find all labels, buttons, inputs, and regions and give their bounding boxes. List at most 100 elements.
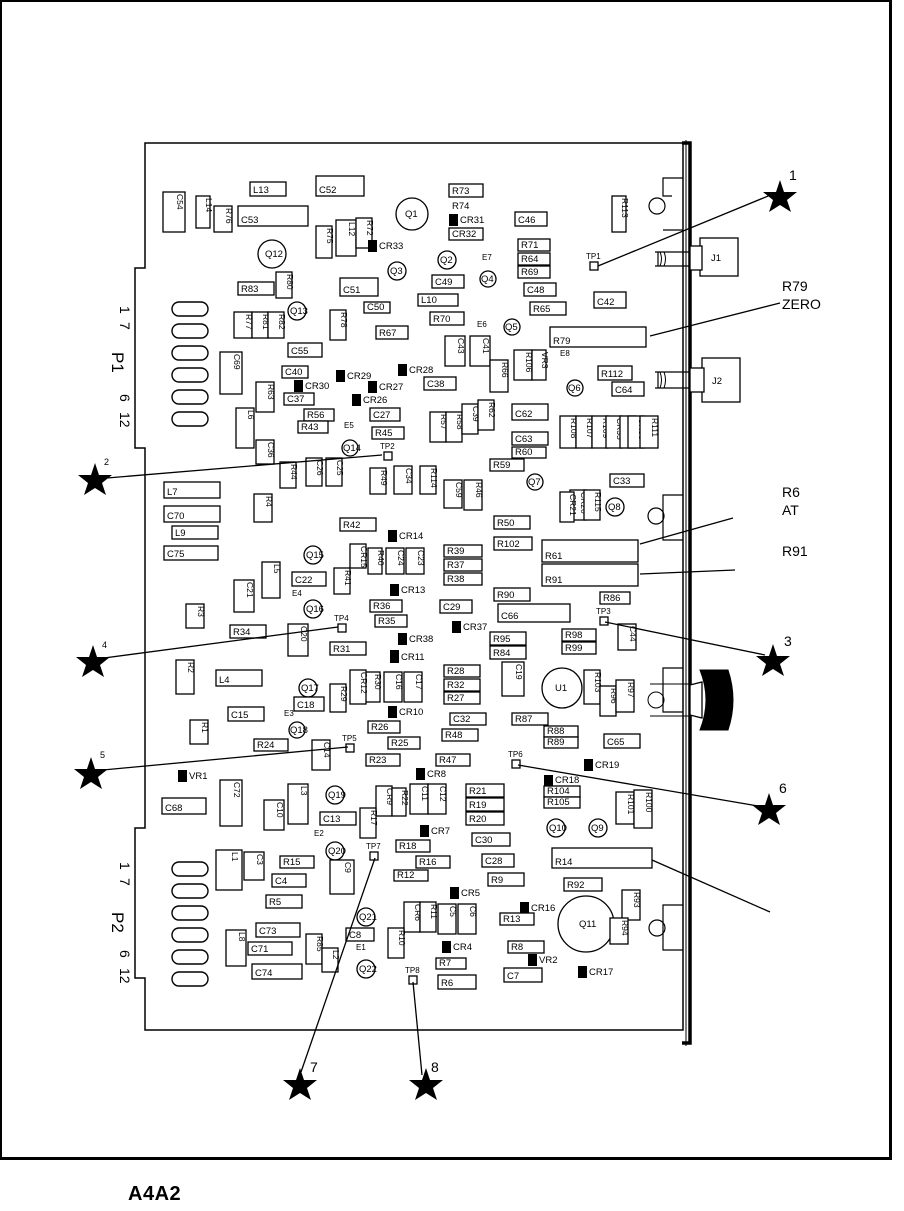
- component-r60: R60: [511, 446, 547, 459]
- component-label: VR1: [189, 771, 207, 782]
- component-label: R115: [593, 492, 603, 512]
- component-c50: C50: [363, 301, 391, 314]
- component-label: CR28: [409, 365, 433, 376]
- component-label: C46: [518, 215, 535, 226]
- component-r4: R4: [253, 493, 274, 523]
- component-label: R10: [397, 930, 407, 946]
- p2-pin-12: 12: [117, 968, 133, 984]
- component-label: R64: [521, 254, 538, 265]
- r61-label: R6: [782, 484, 800, 500]
- component-label: Q14: [343, 443, 361, 454]
- component-c43: C43: [444, 335, 466, 367]
- component-r75: R75: [315, 225, 335, 259]
- component-label: CR33: [379, 241, 403, 252]
- component-label: R79: [553, 336, 570, 347]
- component-label: Q16: [306, 604, 324, 615]
- component-r32: R32: [443, 678, 481, 692]
- component-label: TP3: [596, 607, 611, 616]
- component-label: C23: [416, 550, 426, 566]
- component-cr19: CR19: [584, 759, 619, 771]
- component-label: CR19: [595, 760, 619, 771]
- component-label: R95: [493, 634, 510, 645]
- component-c55: C55: [287, 342, 323, 358]
- component-c73: C73: [255, 922, 301, 938]
- component-label: CR7: [431, 826, 450, 837]
- component-c59: C59: [443, 479, 464, 509]
- component-label: R7: [439, 958, 451, 969]
- component-r76: R76: [213, 205, 234, 233]
- component-label: R5: [269, 897, 281, 908]
- component-label: R36: [373, 601, 390, 612]
- component-r69: R69: [517, 265, 551, 279]
- component-c14: C14: [311, 739, 332, 771]
- component-r66: R66: [489, 359, 510, 393]
- component-c10: C10: [263, 799, 285, 831]
- component-r111: R111: [639, 415, 660, 449]
- star-3: [756, 644, 790, 676]
- component-label: C11: [420, 786, 430, 801]
- component-r5: R5: [265, 894, 303, 909]
- component-c22: C22: [291, 571, 327, 587]
- component-label: CR30: [305, 381, 329, 392]
- p1-pin-12: 12: [117, 412, 133, 428]
- component-label: R58: [455, 414, 465, 430]
- component-label: CR8: [427, 769, 446, 780]
- component-r84: R84: [489, 645, 527, 660]
- star-2: [78, 463, 112, 495]
- component-c69: C69: [219, 351, 243, 395]
- component-label: CR31: [460, 215, 484, 226]
- component-tp5: TP5: [342, 734, 357, 753]
- component-r98: R98: [561, 628, 597, 642]
- component-label: C51: [343, 285, 360, 296]
- component-label: R21: [469, 786, 486, 797]
- star-5: [74, 757, 108, 789]
- component-label: R90: [497, 590, 514, 601]
- j2-connector: J2: [655, 357, 741, 403]
- component-r20: R20: [465, 811, 505, 826]
- component-r24: R24: [253, 738, 289, 752]
- component-label: E5: [344, 421, 354, 430]
- component-cr32: CR32: [448, 227, 484, 241]
- component-label: R31: [333, 644, 350, 655]
- component-label: R70: [433, 314, 450, 325]
- component-r80: R80: [275, 271, 295, 299]
- component-label: CR10: [399, 707, 423, 718]
- component-c64: C64: [611, 381, 645, 397]
- component-label: R96: [609, 688, 619, 704]
- component-label: C62: [515, 409, 532, 420]
- component-label: Q10: [549, 823, 567, 834]
- component-label: L12: [347, 222, 357, 236]
- component-label: R97: [626, 682, 636, 698]
- component-label: R65: [533, 304, 550, 315]
- component-label: C13: [323, 814, 340, 825]
- component-label: C55: [291, 346, 308, 357]
- component-label: R71: [521, 240, 538, 251]
- component-r94: R94: [609, 917, 630, 945]
- component-label: R89: [547, 737, 564, 748]
- component-label: R44: [289, 464, 299, 480]
- component-r36: R36: [369, 599, 403, 613]
- component-c4: C4: [271, 873, 307, 888]
- component-label: R92: [567, 880, 584, 891]
- component-label: CR18: [555, 775, 579, 786]
- component-label: C38: [427, 379, 444, 390]
- component-label: Q6: [568, 383, 581, 394]
- component-label: R38: [447, 574, 464, 585]
- component-label: Q11: [579, 919, 596, 930]
- component-r26: R26: [367, 720, 401, 734]
- component-label: CR4: [453, 942, 472, 953]
- component-label: C65: [607, 737, 624, 748]
- component-label: R23: [369, 755, 386, 766]
- component-label: C59: [454, 482, 464, 498]
- component-c6: C6: [457, 903, 478, 935]
- component-label: E3: [284, 709, 294, 718]
- component-r42: R42: [339, 517, 377, 532]
- component-c62: C62: [511, 403, 549, 421]
- component-label: C8: [349, 930, 361, 941]
- component-r63: R63: [255, 381, 276, 413]
- component-label: R60: [515, 447, 532, 458]
- component-c23: C23: [405, 547, 426, 575]
- component-r59: R59: [489, 458, 525, 472]
- component-label: C14: [322, 742, 332, 758]
- component-tp4: TP4: [334, 614, 349, 633]
